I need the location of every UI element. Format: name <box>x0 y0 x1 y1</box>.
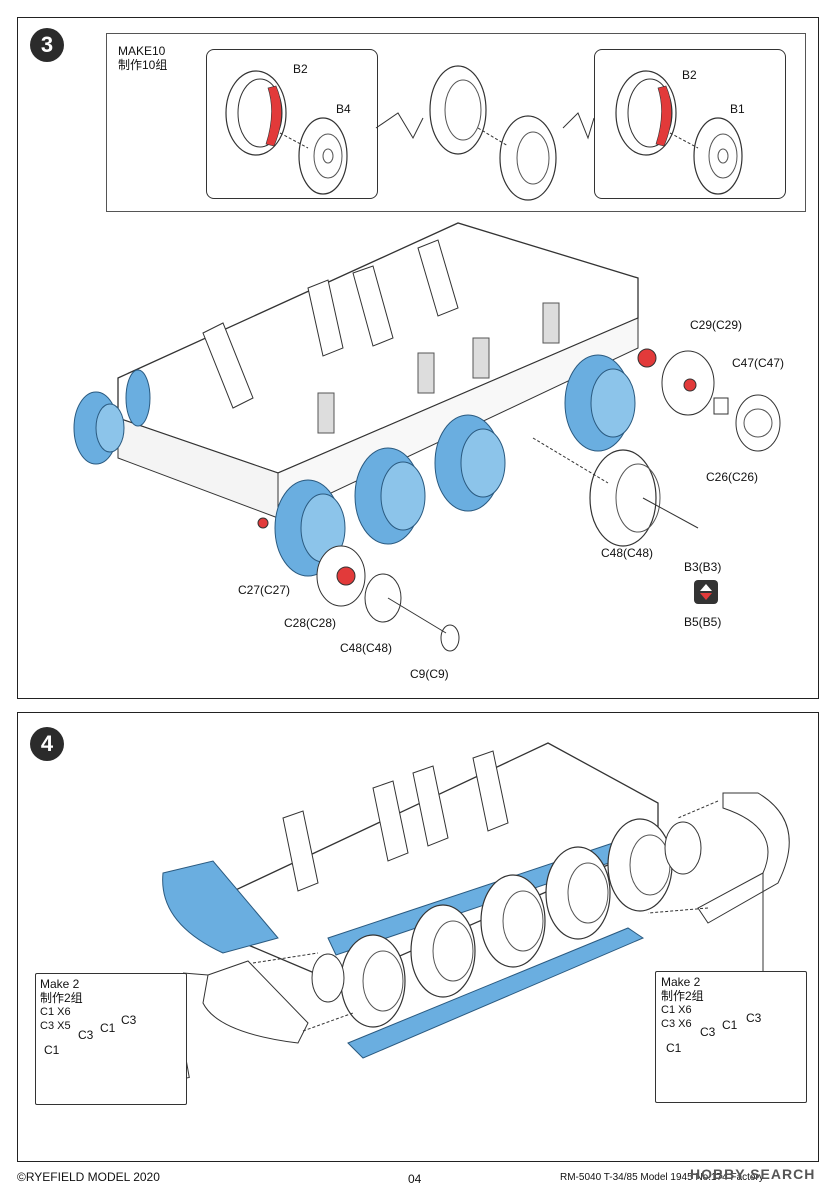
left-label-c3-b: C3 <box>78 1028 94 1042</box>
step4-drawing <box>56 742 800 1102</box>
label-b1: B1 <box>730 102 745 116</box>
label-c48-left: C48(C48) <box>340 641 393 655</box>
label-b5: B5(B5) <box>684 615 722 629</box>
make2-box-right <box>655 971 807 1103</box>
make2-left-qty1: C1 X6 <box>40 1006 71 1018</box>
step3-drawing <box>73 65 781 652</box>
make2-left-label: Make 2 制作2组 C1 X6 C3 X5 <box>40 977 83 1033</box>
make2-right-cn: 制作2组 <box>661 989 704 1003</box>
flip-icon <box>694 580 718 604</box>
label-c26: C26(C26) <box>706 470 759 484</box>
make2-right-qty2: C3 X6 <box>661 1018 692 1030</box>
label-c28: C28(C28) <box>284 616 337 630</box>
make2-right-en: Make 2 <box>661 975 701 989</box>
step3-number: 3 <box>30 28 64 62</box>
label-c48-right: C48(C48) <box>601 546 654 560</box>
label-b4: B4 <box>336 102 351 116</box>
left-label-c1-a: C1 <box>100 1021 116 1035</box>
label-c29: C29(C29) <box>690 318 743 332</box>
idler-wheel-blue <box>73 369 151 465</box>
footer-page-number: 04 <box>408 1172 422 1186</box>
label-c47: C47(C47) <box>732 356 785 370</box>
step3-panel: 3 MAKE10 制作10组 <box>17 17 819 699</box>
make2-left-cn: 制作2组 <box>40 991 83 1005</box>
assembled-wheel-center <box>429 65 557 201</box>
drive-sprocket-parts <box>637 348 781 452</box>
tyre-b2-right <box>615 70 677 156</box>
right-label-c1-b: C1 <box>666 1041 682 1055</box>
label-b3: B3(B3) <box>684 560 722 574</box>
label-c9: C9(C9) <box>410 667 449 681</box>
right-label-c3-a: C3 <box>746 1011 762 1025</box>
wheel-disc-b4 <box>298 117 348 195</box>
tyre-b2-left <box>225 70 287 156</box>
track-run-right <box>647 792 790 924</box>
right-label-c3-b: C3 <box>700 1025 716 1039</box>
road-wheels-step4 <box>311 818 702 1028</box>
footer-product: RM-5040 T-34/85 Model 1945 No.174 Factor… <box>560 1172 764 1183</box>
make2-left-qty2: C3 X5 <box>40 1020 71 1032</box>
label-b2-left: B2 <box>293 62 308 76</box>
make2-right-label: Make 2 制作2组 C1 X6 C3 X6 <box>661 975 704 1031</box>
label-c27: C27(C27) <box>238 583 291 597</box>
road-wheels-blue <box>274 354 636 577</box>
right-label-c1-a: C1 <box>722 1018 738 1032</box>
track-run-left <box>202 952 354 1044</box>
make2-box-left <box>35 973 187 1105</box>
road-wheel-loose <box>532 437 699 547</box>
label-b2-right: B2 <box>682 68 697 82</box>
make2-left-en: Make 2 <box>40 977 80 991</box>
sprocket-hub-parts <box>257 517 460 652</box>
footer-copyright: ©RYEFIELD MODEL 2020 <box>17 1170 160 1184</box>
left-label-c3-a: C3 <box>121 1013 137 1027</box>
make10-en: MAKE10 <box>118 44 166 58</box>
wheel-disc-b1 <box>693 117 743 195</box>
make10-cn: 制作10组 <box>118 58 168 72</box>
make10-label: MAKE10 制作10组 <box>118 44 167 72</box>
make2-right-qty1: C1 X6 <box>661 1004 692 1016</box>
step4-number: 4 <box>30 727 64 761</box>
left-label-c1-b: C1 <box>44 1043 60 1057</box>
footer-watermark: HOBBY SEARCH <box>690 1166 816 1182</box>
step4-panel: 4 <box>17 712 819 1162</box>
